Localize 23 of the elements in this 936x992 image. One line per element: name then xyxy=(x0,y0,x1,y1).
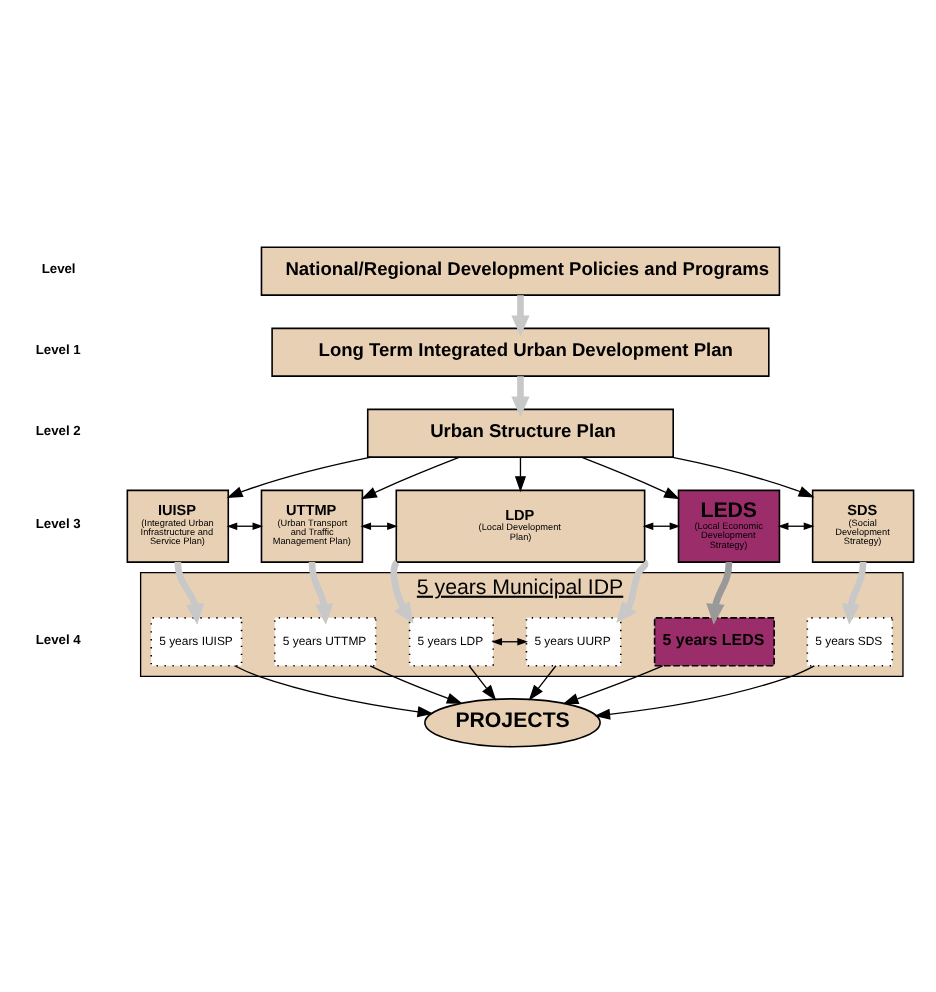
arrow xyxy=(514,455,527,492)
arrow xyxy=(670,455,815,497)
arrow xyxy=(580,455,680,499)
arrow xyxy=(360,455,461,499)
arrow xyxy=(174,560,205,624)
arrow xyxy=(233,664,434,717)
node-box: National/Regional Development Policies and Programs xyxy=(260,245,781,295)
arrow xyxy=(706,560,733,624)
arrow xyxy=(468,664,497,700)
arrow xyxy=(841,560,867,624)
node-box: Long Term Integrated Urban Development Plan xyxy=(271,326,770,376)
arrow xyxy=(390,559,414,623)
arrow xyxy=(594,664,815,719)
arrow xyxy=(369,664,463,703)
arrow xyxy=(308,560,334,624)
arrow xyxy=(616,559,649,622)
arrow xyxy=(226,455,372,497)
node-ellipse: PROJECTS xyxy=(424,697,601,747)
arrow xyxy=(528,664,557,700)
arrow xyxy=(511,294,530,336)
arrow xyxy=(562,664,664,704)
arrow xyxy=(511,375,530,417)
node-box: Urban Structure Plan xyxy=(366,407,674,457)
